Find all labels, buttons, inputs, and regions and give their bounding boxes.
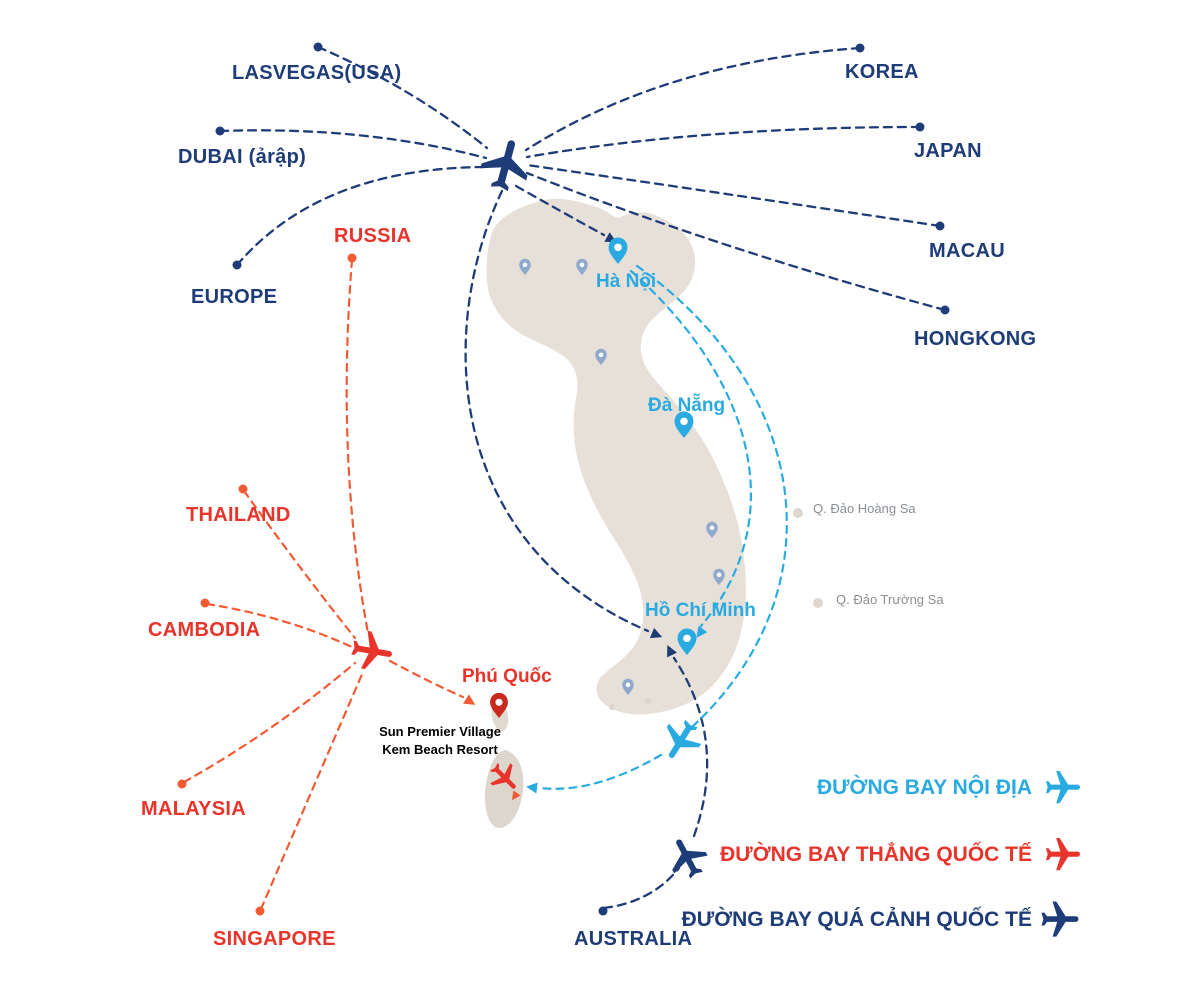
- label-malaysia: MALAYSIA: [141, 798, 247, 820]
- truong-sa-islet: [813, 598, 823, 608]
- route-dubai: [218, 129, 488, 160]
- australia-plane-icon: [660, 830, 714, 885]
- direct-hub-plane-icon: [349, 628, 396, 674]
- label-truong-sa: Q. Đảo Trường Sa: [836, 592, 944, 607]
- dot-malaysia: [177, 779, 187, 789]
- route-korea: [524, 46, 862, 152]
- route-malaysia: [182, 661, 357, 784]
- label-russia: RUSSIA: [334, 225, 412, 247]
- label-korea: KOREA: [845, 61, 919, 83]
- dot-cambodia: [200, 598, 210, 608]
- label-hongkong: HONGKONG: [914, 328, 1037, 350]
- dot-dubai: [215, 126, 225, 136]
- resort-label: Sun Premier Village Kem Beach Resort: [372, 723, 508, 759]
- legend-direct-plane-icon: [1046, 838, 1080, 871]
- route-hub-hanoi: [514, 184, 606, 237]
- dot-japan: [915, 122, 925, 132]
- label-hcm: Hồ Chí Minh: [645, 600, 756, 621]
- label-hanoi: Hà Nội: [596, 271, 657, 292]
- route-cambodia: [205, 602, 354, 649]
- dot-singapore: [255, 906, 265, 916]
- label-australia: AUSTRALIA: [574, 928, 693, 950]
- hoang-sa-islet: [793, 508, 803, 518]
- route-japan: [525, 125, 922, 159]
- label-hoang-sa: Q. Đảo Hoàng Sa: [813, 501, 916, 516]
- route-australia-a: [602, 866, 681, 910]
- transit-routes: [218, 45, 947, 910]
- route-singapore: [259, 670, 365, 911]
- resort-line2: Kem Beach Resort: [382, 742, 498, 758]
- direct-routes: [182, 258, 465, 911]
- dot-korea: [855, 43, 865, 53]
- legend-transit-label: ĐƯỜNG BAY QUÁ CẢNH QUỐC TẾ: [681, 908, 1032, 931]
- legend-transit-plane-icon: [1041, 901, 1079, 937]
- legend-domestic-label: ĐƯỜNG BAY NỘI ĐỊA: [816, 776, 1032, 799]
- label-dubai: DUBAI (ảrập): [178, 146, 307, 168]
- label-thailand: THAILAND: [186, 504, 291, 526]
- label-phuquoc: Phú Quốc: [462, 666, 552, 687]
- label-danang: Đà Nẵng: [648, 395, 726, 416]
- dot-europe: [232, 260, 242, 270]
- route-macau: [525, 163, 942, 228]
- route-plane-phuquoc: [538, 753, 663, 790]
- domestic-plane-icon: [654, 713, 708, 768]
- label-lasvegas: LASVEGAS(USA): [232, 62, 402, 84]
- dot-lasvegas: [313, 42, 323, 52]
- route-russia: [345, 258, 370, 635]
- label-europe: EUROPE: [191, 286, 278, 308]
- dot-thailand: [238, 484, 248, 494]
- route-thailand: [242, 489, 357, 640]
- route-europe: [235, 165, 487, 267]
- dot-hongkong: [940, 305, 950, 315]
- resort-line1: Sun Premier Village: [379, 724, 501, 739]
- label-macau: MACAU: [929, 240, 1005, 262]
- dot-russia: [347, 253, 357, 263]
- dot-macau: [935, 221, 945, 231]
- route-hub-hcm: [464, 189, 650, 633]
- transit-hub-plane-icon: [476, 134, 536, 195]
- label-japan: JAPAN: [914, 140, 982, 162]
- label-cambodia: CAMBODIA: [148, 619, 261, 641]
- route-lasvegas: [316, 45, 489, 150]
- route-hanoi-hcm: [629, 269, 752, 628]
- origin-dots: [177, 42, 950, 916]
- legend-domestic-plane-icon: [1046, 771, 1080, 804]
- arrow-phuquoc-cyan: [525, 781, 538, 794]
- label-singapore: SINGAPORE: [213, 928, 336, 950]
- dot-australia: [598, 906, 608, 916]
- arrow-phuquoc-red: [463, 694, 479, 710]
- legend-direct-label: ĐƯỜNG BAY THẲNG QUỐC TẾ: [720, 843, 1032, 866]
- domestic-routes: [538, 264, 788, 790]
- route-hanoi-coast: [635, 264, 788, 729]
- route-redhub-phuquoc: [388, 659, 465, 699]
- route-hongkong: [525, 171, 947, 312]
